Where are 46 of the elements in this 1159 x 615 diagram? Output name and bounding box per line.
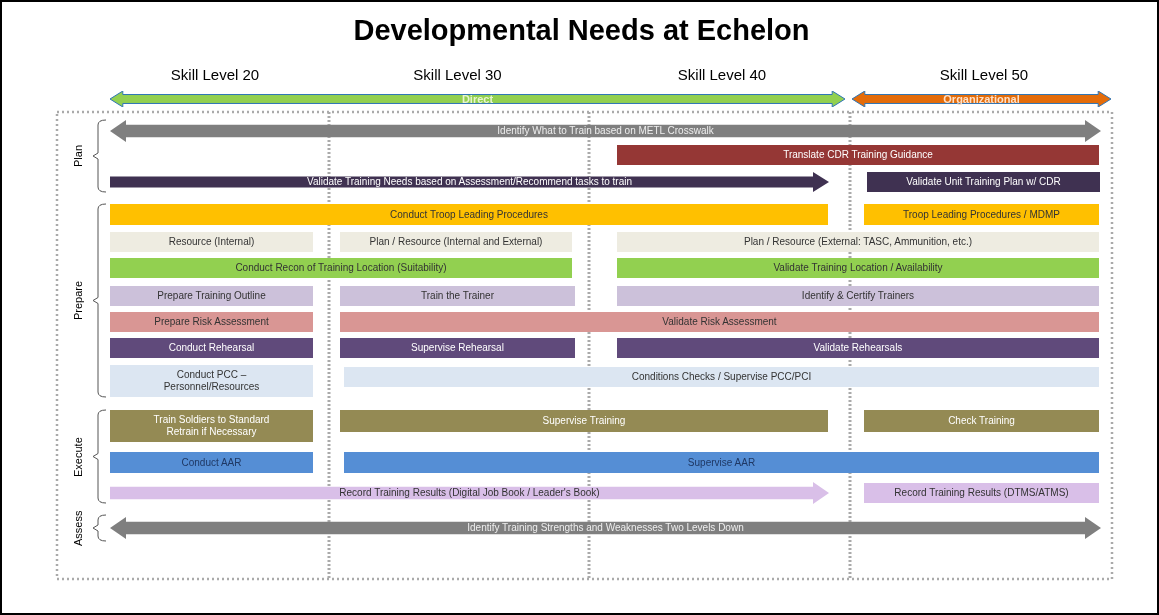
task-bar: Validate Rehearsals [617,338,1099,358]
task-bar: Validate Risk Assessment [340,312,1099,332]
task-bar: Conduct Rehearsal [110,338,313,358]
task-bar: Prepare Risk Assessment [110,312,313,332]
bar-label: Organizational [943,93,1020,105]
task-bar: Train Soldiers to Standard Retrain if Necessary [110,410,313,442]
task-bar: Supervise Training [340,410,828,432]
column-heading: Skill Level 20 [169,66,261,83]
task-bar: Plan / Resource (External: TASC, Ammunition, etc.) [617,232,1099,252]
task-bar: Conduct AAR [110,452,313,473]
phase-label: Assess [72,510,84,546]
column-heading: Skill Level 30 [412,66,503,83]
task-bar: Conditions Checks / Supervise PCC/PCI [344,367,1099,387]
task-bar: Troop Leading Procedures / MDMP [864,204,1099,225]
double-arrow-bar [110,120,1101,142]
task-bar: Plan / Resource (Internal and External) [340,232,572,252]
task-bar: Identify & Certify Trainers [617,286,1099,306]
task-bar: Train the Trainer [340,286,575,306]
task-bar: Translate CDR Training Guidance [617,145,1099,165]
task-bar: Supervise Rehearsal [340,338,575,358]
task-bar: Conduct Recon of Training Location (Suitability) [110,258,572,278]
task-bar: Validate Training Location / Availability [617,258,1099,278]
task-bar: Conduct Troop Leading Procedures [110,204,828,225]
title: Developmental Needs at Echelon [352,14,811,47]
bar-label: Identify What to Train based on METL Crosswalk [497,125,714,137]
task-bar: Validate Unit Training Plan w/ CDR [867,172,1100,192]
bar-label: Identify Training Strengths and Weaknesses Two Levels Down [467,522,744,534]
arrow-bar [110,482,829,504]
phase-label: Execute [72,436,84,477]
task-bar: Record Training Results (DTMS/ATMS) [864,483,1099,503]
bar-label: Direct [461,93,494,105]
double-arrow-bar [110,517,1101,539]
task-bar: Supervise AAR [344,452,1099,473]
double-arrow-bar [852,91,1111,107]
bar-label: Record Training Results (Digital Job Book / Leader's Book) [339,487,600,499]
phase-label: Prepare [72,280,84,320]
task-bar: Conduct PCC – Personnel/Resources [110,365,313,397]
column-heading: Skill Level 40 [676,66,768,83]
bar-label: Validate Training Needs based on Assessment/Recommend tasks to train [307,176,632,188]
task-bar: Resource (Internal) [110,232,313,252]
arrow-bar [110,172,829,192]
task-bar: Prepare Training Outline [110,286,313,306]
phase-label: Plan [72,144,84,167]
task-bar: Check Training [864,410,1099,432]
column-heading: Skill Level 50 [938,66,1030,83]
double-arrow-bar [110,91,845,107]
